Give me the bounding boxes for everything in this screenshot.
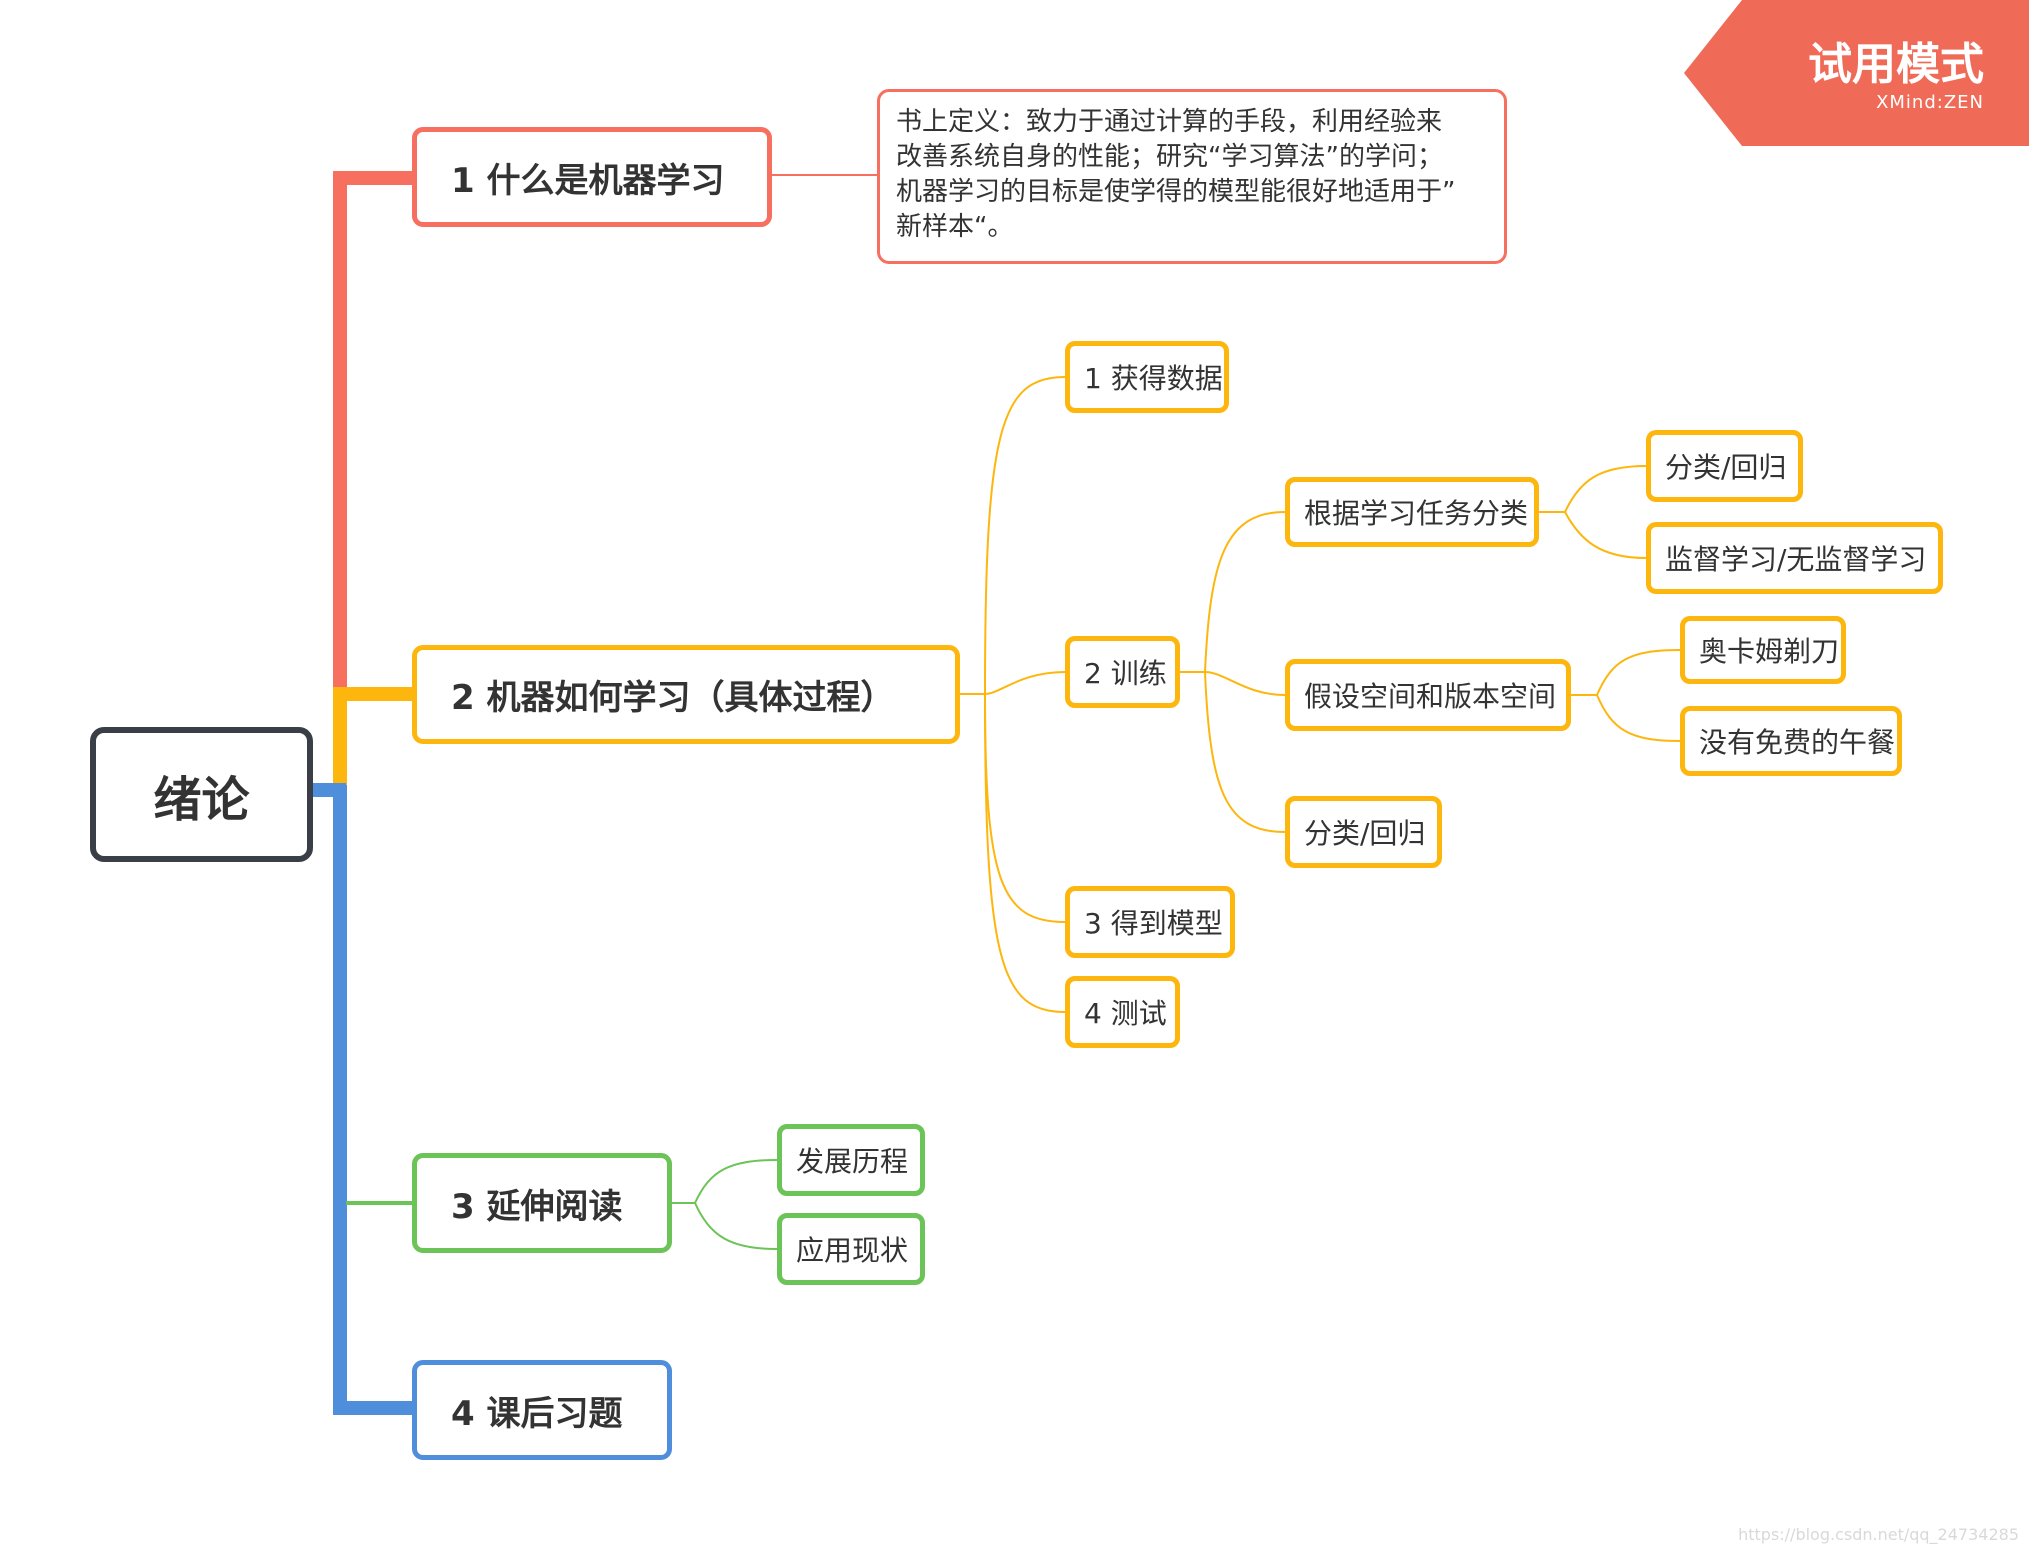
subtopic-hypothesis-version-space[interactable]: 假设空间和版本空间 [1285,659,1571,731]
trunk-red [333,171,415,700]
subtopic-occams-razor[interactable]: 奥卡姆剃刀 [1680,616,1846,684]
subtopic-no-free-lunch[interactable]: 没有免费的午餐 [1680,706,1902,776]
topic-what-is-ml[interactable]: 1 什么是机器学习 [412,127,772,227]
subtopic-supervised-unsupervised[interactable]: 监督学习/无监督学习 [1646,522,1943,594]
subtopic-current-applications[interactable]: 应用现状 [777,1213,925,1285]
root-topic[interactable]: 绪论 [90,727,313,862]
topic-note[interactable]: 书上定义：致力于通过计算的手段，利用经验来 改善系统自身的性能；研究“学习算法”… [877,89,1507,264]
subtopic-history[interactable]: 发展历程 [777,1124,925,1196]
trunk-yellow [333,687,415,785]
subtopic-classification-regression[interactable]: 分类/回归 [1646,430,1803,502]
trunk-blue [333,785,415,1415]
subtopic-get-model[interactable]: 3 得到模型 [1065,886,1235,958]
xmind-zen-logo: XMind:ZEN [1876,92,1984,113]
topic-exercises[interactable]: 4 课后习题 [412,1360,672,1460]
subtopic-training[interactable]: 2 训练 [1065,636,1180,708]
trial-mode-badge[interactable]: 试用模式 XMind:ZEN [1684,0,2029,146]
subtopic-classification-regression-2[interactable]: 分类/回归 [1285,796,1442,868]
subtopic-testing[interactable]: 4 测试 [1065,976,1180,1048]
subtopic-get-data[interactable]: 1 获得数据 [1065,341,1229,413]
trial-mode-title: 试用模式 [1808,39,1984,90]
watermark: https://blog.csdn.net/qq_24734285 [1738,1525,2019,1544]
topic-how-machine-learns[interactable]: 2 机器如何学习（具体过程） [412,645,960,744]
subtopic-task-classification[interactable]: 根据学习任务分类 [1285,477,1539,547]
topic-extended-reading[interactable]: 3 延伸阅读 [412,1153,672,1253]
